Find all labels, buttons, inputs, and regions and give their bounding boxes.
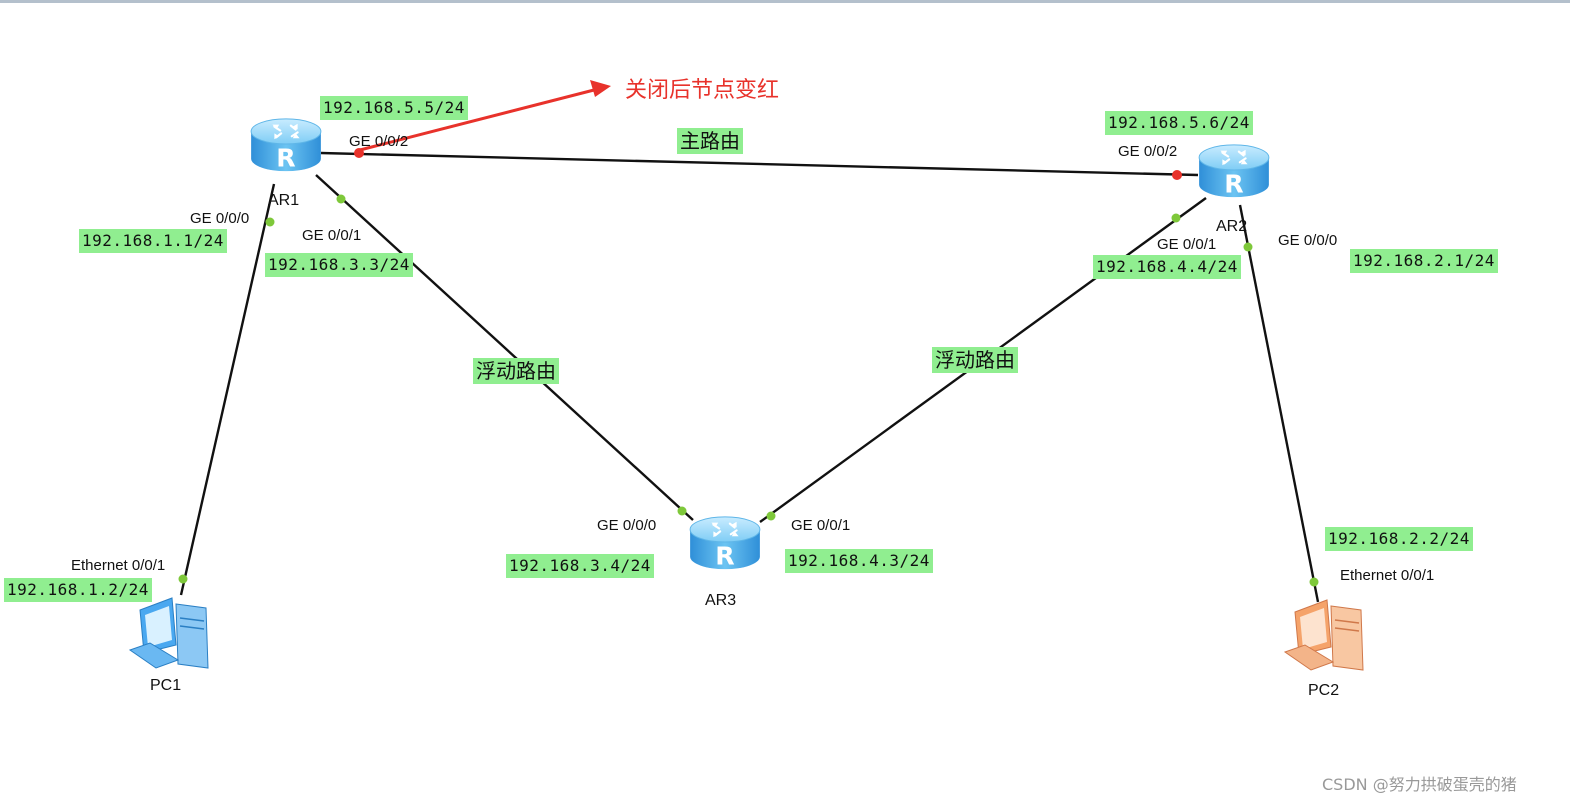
port-ar3-ge000[interactable] bbox=[677, 506, 687, 516]
router-ar1-name: AR1 bbox=[268, 192, 300, 209]
link-ar2-pc2[interactable] bbox=[1238, 204, 1320, 603]
port-ar2-ge002-down[interactable] bbox=[1172, 170, 1182, 180]
router-ar2-name: AR2 bbox=[1216, 218, 1248, 235]
annotation-arrow bbox=[359, 88, 595, 152]
pc2-name: PC2 bbox=[1308, 682, 1340, 699]
router-ar1-icon[interactable] bbox=[250, 117, 322, 174]
port-ar1-ge000[interactable] bbox=[265, 217, 275, 227]
port-ar2-ge001[interactable] bbox=[1171, 213, 1181, 223]
link-label-main-route: 主路由 bbox=[677, 128, 743, 154]
annotation-arrowhead bbox=[590, 80, 611, 97]
router-ar2-icon[interactable] bbox=[1198, 143, 1270, 200]
port-ar1-ge002-down[interactable] bbox=[354, 148, 364, 158]
ip-ar3-ge000: 192.168.3.4/24 bbox=[506, 554, 654, 578]
port-ar2-ge000[interactable] bbox=[1243, 242, 1253, 252]
link-ar1-ar3[interactable] bbox=[315, 174, 694, 521]
ip-ar1-ge002: 192.168.5.5/24 bbox=[320, 96, 468, 120]
ip-ar2-ge002: 192.168.5.6/24 bbox=[1105, 111, 1253, 135]
ip-ar2-ge000: 192.168.2.1/24 bbox=[1350, 249, 1498, 273]
watermark: CSDN @努力拱破蛋壳的猪 bbox=[1322, 775, 1517, 794]
port-label-ar2-ge000: GE 0/0/0 bbox=[1278, 232, 1338, 249]
port-pc2-eth[interactable] bbox=[1309, 577, 1319, 587]
port-label-pc2-eth: Ethernet 0/0/1 bbox=[1340, 567, 1435, 584]
link-ar1-pc1[interactable] bbox=[179, 183, 276, 596]
port-pc1-eth[interactable] bbox=[178, 574, 188, 584]
window-top-border bbox=[0, 0, 1570, 3]
router-ar3-icon[interactable] bbox=[689, 515, 761, 572]
pc1-name: PC1 bbox=[150, 677, 182, 694]
port-label-ar1-ge002: GE 0/0/2 bbox=[349, 133, 409, 150]
port-label-ar1-ge000: GE 0/0/0 bbox=[190, 210, 250, 227]
port-label-ar2-ge002: GE 0/0/2 bbox=[1118, 143, 1178, 160]
link-ar1-ar2[interactable] bbox=[320, 151, 1199, 177]
ip-ar1-ge001: 192.168.3.3/24 bbox=[265, 253, 413, 277]
ip-pc2: 192.168.2.2/24 bbox=[1325, 527, 1473, 551]
port-ar3-ge001[interactable] bbox=[766, 511, 776, 521]
link-label-floating-route-left: 浮动路由 bbox=[473, 358, 559, 384]
annotation-text: 关闭后节点变红 bbox=[625, 78, 780, 103]
port-ar1-ge001[interactable] bbox=[336, 194, 346, 204]
port-label-ar3-ge000: GE 0/0/0 bbox=[597, 517, 657, 534]
ip-ar3-ge001: 192.168.4.3/24 bbox=[785, 549, 933, 573]
ip-ar1-ge000: 192.168.1.1/24 bbox=[79, 229, 227, 253]
link-label-floating-route-right: 浮动路由 bbox=[932, 347, 1018, 373]
ip-pc1: 192.168.1.2/24 bbox=[4, 578, 152, 602]
port-label-ar1-ge001: GE 0/0/1 bbox=[302, 227, 362, 244]
pc1-icon[interactable] bbox=[128, 597, 209, 669]
port-label-ar2-ge001: GE 0/0/1 bbox=[1157, 236, 1217, 253]
port-label-ar3-ge001: GE 0/0/1 bbox=[791, 517, 851, 534]
ip-ar2-ge001: 192.168.4.4/24 bbox=[1093, 255, 1241, 279]
router-ar3-name: AR3 bbox=[705, 592, 737, 609]
pc2-icon[interactable] bbox=[1283, 599, 1364, 671]
port-label-pc1-eth: Ethernet 0/0/1 bbox=[71, 557, 166, 574]
